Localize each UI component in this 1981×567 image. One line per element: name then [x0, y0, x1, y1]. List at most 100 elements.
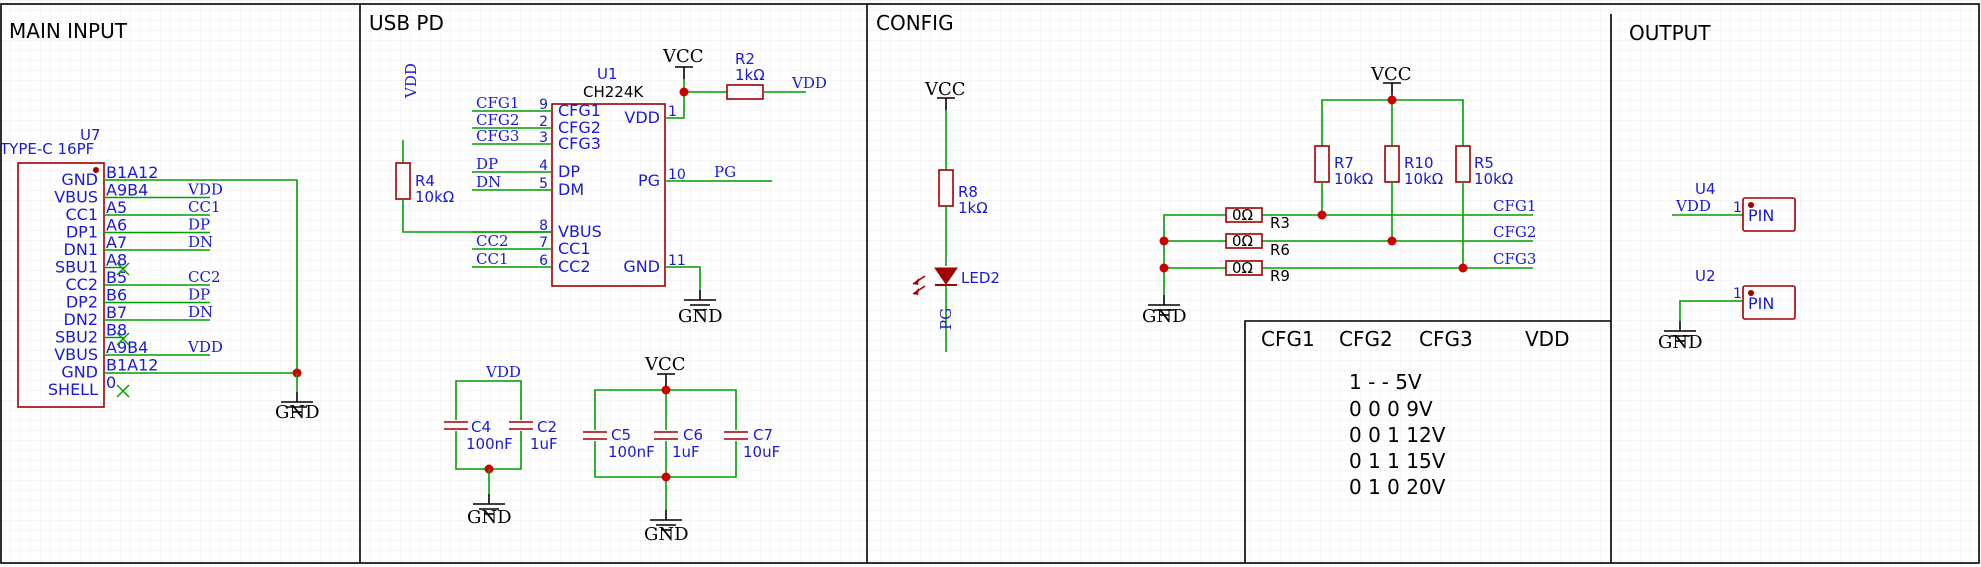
- c4c2-vdd-net: VDD: [485, 363, 521, 381]
- cfg1-net: CFG1: [1493, 197, 1536, 215]
- cfg-table-header-cfg1: CFG1: [1261, 327, 1315, 351]
- u7-pin-name: VBUS: [54, 188, 98, 207]
- u1-left-net: CFG2: [476, 111, 519, 129]
- u7-pin-name: SHELL: [48, 380, 98, 399]
- cfg-table-row: 1 - - 5V: [1349, 370, 1422, 394]
- u7-pin-number: A9B4: [106, 338, 148, 357]
- u7-net-label: VDD: [187, 181, 223, 199]
- u7-value: TYPE-C 16PF: [0, 140, 94, 158]
- u1-left-net: DP: [476, 155, 498, 173]
- r9-value: 0Ω: [1232, 259, 1253, 277]
- c5-c6-c7-capacitor-group[interactable]: VCC GND C5 100nF C6 1uF C7 10uF: [583, 354, 780, 545]
- c4-value: 100nF: [466, 435, 513, 453]
- u1-value: CH224K: [583, 83, 644, 101]
- u7-pin-name: VBUS: [54, 345, 98, 364]
- r2-ref: R2: [735, 50, 755, 68]
- u1-pin-name: VDD: [624, 108, 660, 127]
- u7-pin-name: DN2: [64, 310, 98, 329]
- u4-pin-name: PIN: [1748, 206, 1774, 225]
- u1-pin-number: 3: [539, 130, 548, 146]
- cfg-table-row: 0 1 1 15V: [1349, 449, 1446, 473]
- cfg-resistor-network[interactable]: VCC R7 10kΩ R10 10kΩ R5 10kΩ 0Ω 0Ω 0Ω R3…: [1142, 64, 1536, 327]
- u1-pin-name: DP: [558, 162, 580, 181]
- c2-ref: C2: [537, 418, 557, 436]
- led2-ref: LED2: [961, 269, 1000, 287]
- u1-pin-number: 9: [539, 97, 548, 113]
- c4c2-gnd-label: GND: [467, 507, 512, 528]
- c4-ref: C4: [471, 418, 491, 436]
- r8-led2-group[interactable]: VCC R8 1kΩ LED2 PG: [912, 79, 1000, 352]
- c6-ref: C6: [683, 426, 703, 444]
- c5c7-vcc-label: VCC: [644, 354, 686, 375]
- r3-value: 0Ω: [1232, 206, 1253, 224]
- r7-ref: R7: [1334, 154, 1354, 172]
- u1-left-net: DN: [476, 173, 501, 191]
- u7-net-label: CC2: [188, 268, 221, 286]
- u1-pin-number: 4: [539, 158, 548, 174]
- u1-ref: U1: [597, 65, 618, 83]
- u7-net-label: DP: [188, 286, 210, 304]
- c4-c2-capacitor-group[interactable]: VDD GND C4 100nF C2 1uF: [444, 363, 558, 528]
- led-vcc-label: VCC: [924, 79, 966, 100]
- u2-output-pin[interactable]: U2 1 PIN GND: [1658, 267, 1796, 353]
- c6-value: 1uF: [672, 443, 700, 461]
- u7-pin-name: CC1: [65, 205, 98, 224]
- u4-output-pin[interactable]: U4 VDD 1 PIN: [1672, 180, 1796, 232]
- u1-vcc-label: VCC: [662, 46, 704, 67]
- u7-pin-number: A5: [106, 198, 127, 217]
- r4-vdd-net: VDD: [402, 63, 420, 99]
- u7-pin-name: SBU2: [55, 328, 98, 347]
- u7-pin-number: A9B4: [106, 181, 148, 200]
- led-pg-net: PG: [937, 308, 955, 330]
- u1-gnd-label: GND: [678, 306, 723, 327]
- u1-pin-name: VBUS: [558, 222, 602, 241]
- cfg3-net: CFG3: [1493, 250, 1536, 268]
- u7-net-label: DP: [188, 216, 210, 234]
- u7-pin-name: DN1: [64, 240, 98, 259]
- cfg-table-row: 0 0 0 9V: [1349, 397, 1433, 421]
- r6-value: 0Ω: [1232, 232, 1253, 250]
- cfg-table-row: 0 1 0 20V: [1349, 475, 1446, 499]
- u7-net-label: DN: [188, 303, 213, 321]
- c5-ref: C5: [611, 426, 631, 444]
- u1-pin-name: GND: [623, 257, 660, 276]
- u7-pin-number: A7: [106, 233, 127, 252]
- u7-gnd-label: GND: [275, 402, 320, 423]
- u1-pin-name: DM: [558, 180, 584, 199]
- cfg-table-header-cfg2: CFG2: [1339, 327, 1393, 351]
- u2-gnd-label: GND: [1658, 332, 1703, 353]
- r5-ref: R5: [1474, 154, 1494, 172]
- u1-pin-name: PG: [638, 171, 660, 190]
- cfg-truth-table: CFG1 CFG2 CFG3 VDD 1 - - 5V 0 0 0 9V 0 0…: [1244, 320, 1611, 563]
- u7-pin-name: DP2: [66, 293, 98, 312]
- u1-pin-name: CC1: [558, 239, 591, 258]
- u1-pin-number: 8: [539, 218, 548, 234]
- u2-pin-number: 1: [1733, 286, 1742, 302]
- u7-pin-number: B6: [106, 286, 127, 305]
- c5-value: 100nF: [608, 443, 655, 461]
- u1-pin-number: 7: [539, 235, 548, 251]
- r2-vdd-net: VDD: [791, 74, 827, 92]
- u1-pin-name: CFG3: [558, 134, 601, 153]
- u7-pin-name: GND: [61, 363, 98, 382]
- r6-ref: R6: [1270, 241, 1290, 259]
- r2-value: 1kΩ: [735, 66, 765, 84]
- r3-ref: R3: [1270, 214, 1290, 232]
- r4-resistor-group[interactable]: VDD R4 10kΩ: [395, 63, 552, 233]
- u7-pin-name: CC2: [65, 275, 98, 294]
- u1-pin-number: 5: [539, 176, 548, 192]
- u7-pin-number: B1A12: [106, 356, 158, 375]
- r10-value: 10kΩ: [1404, 170, 1443, 188]
- u1-pin-number: 11: [668, 253, 686, 269]
- u7-pin-name: SBU1: [55, 258, 98, 277]
- c5c7-gnd-label: GND: [644, 524, 689, 545]
- r2-resistor-group[interactable]: VCC R2 1kΩ VDD: [662, 46, 827, 119]
- sheet-frame: [0, 3, 1980, 564]
- section-title-output: OUTPUT: [1629, 21, 1711, 45]
- u1-pin-number: 10: [668, 167, 686, 183]
- u1-pin-number: 2: [539, 114, 548, 130]
- u4-ref: U4: [1695, 180, 1716, 198]
